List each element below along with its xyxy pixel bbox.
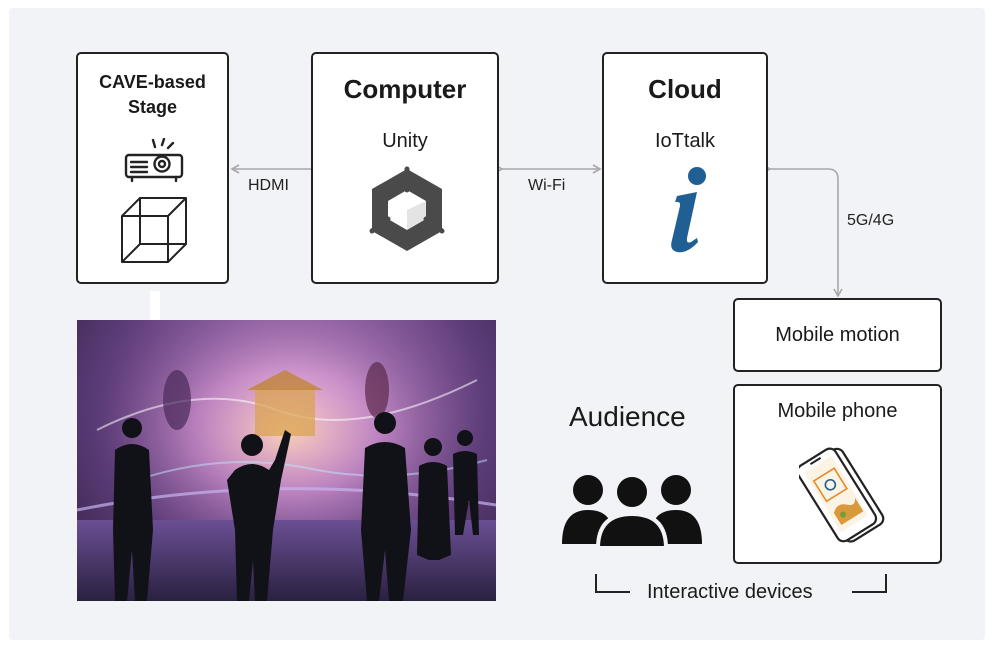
info-i-icon — [671, 167, 706, 253]
cloud-box: Cloud IoTtalk — [602, 52, 768, 284]
cave-scene — [77, 320, 496, 601]
mobile-motion-box: Mobile motion — [733, 298, 942, 372]
wifi-label: Wi-Fi — [528, 177, 566, 194]
cloud-subtitle: IoTtalk — [654, 130, 716, 152]
cloud-title: Cloud — [648, 74, 722, 104]
computer-title: Computer — [343, 74, 467, 104]
hdmi-label: HDMI — [248, 177, 289, 194]
stage-box: CAVE-based Stage — [76, 52, 229, 284]
audience-label: Audience — [569, 401, 686, 432]
smartphone-icon — [799, 447, 885, 543]
mobile-motion-label: Mobile motion — [775, 324, 900, 346]
cellular-label: 5G/4G — [847, 212, 895, 229]
audience-group-icon — [562, 473, 702, 550]
cave-stage-photo — [77, 320, 496, 601]
computer-subtitle: Unity — [382, 130, 428, 152]
stage-title-line2: Stage — [127, 97, 178, 117]
projector-icon — [124, 138, 184, 183]
unity-logo-icon — [369, 166, 445, 251]
stage-title-line1: CAVE-based — [99, 72, 206, 92]
computer-box: Computer Unity — [311, 52, 499, 284]
interactive-devices-bracket — [595, 574, 887, 593]
interactive-devices-label: Interactive devices — [647, 581, 813, 603]
cube-icon — [121, 197, 187, 263]
cellular-arrow — [762, 164, 843, 298]
mobile-phone-box: Mobile phone — [733, 384, 942, 564]
mobile-phone-label: Mobile phone — [777, 400, 898, 422]
